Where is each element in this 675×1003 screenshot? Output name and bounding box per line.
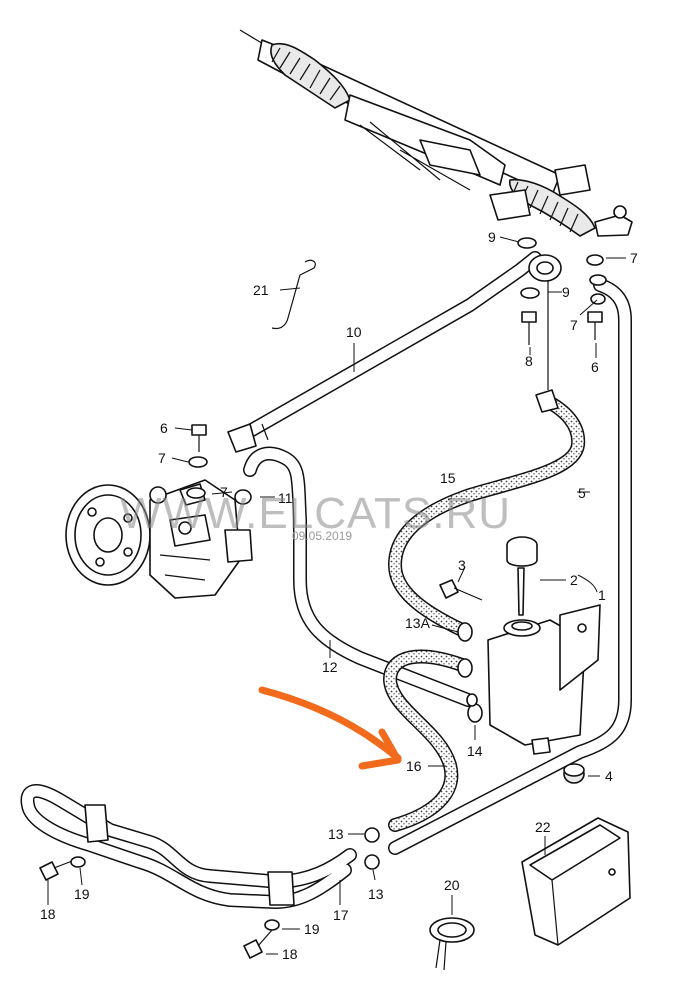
cover-22 (521, 817, 631, 946)
callout-labels: 9 9 7 7 8 6 21 10 6 7 7 11 15 5 3 2 1 13… (40, 229, 638, 962)
steering-rack (239, 29, 633, 237)
watermark-date: 09.05.2019 (292, 529, 352, 543)
watermark: WWW.ELCATS.RU 09.05.2019 (120, 489, 511, 543)
fittings-upper (517, 237, 607, 345)
hose-15 (388, 280, 586, 637)
callout-7b: 7 (570, 317, 578, 333)
power-steering-pump (65, 479, 253, 599)
callout-8: 8 (525, 353, 533, 369)
callout-2: 2 (570, 572, 578, 588)
clamps (364, 622, 483, 870)
callout-21: 21 (253, 282, 269, 298)
callout-5: 5 (578, 485, 586, 501)
callout-18a: 18 (40, 906, 56, 922)
hose-12 (243, 446, 475, 707)
reservoir-cap (506, 536, 538, 616)
callout-13A: 13A (405, 615, 431, 631)
fittings-pump (149, 424, 252, 505)
bolt-3 (439, 579, 483, 601)
callout-7a: 7 (630, 250, 638, 266)
callout-7d: 7 (220, 484, 228, 500)
callout-9a: 9 (488, 229, 496, 245)
return-line-5 (388, 278, 632, 855)
bolts-lower (39, 856, 280, 959)
callout-6b: 6 (160, 420, 168, 436)
callout-1: 1 (598, 587, 606, 603)
callout-13a: 13 (328, 826, 344, 842)
callout-18b: 18 (282, 946, 298, 962)
callout-19a: 19 (74, 886, 90, 902)
callout-11: 11 (278, 490, 293, 506)
arrow-head (358, 728, 402, 770)
callout-19b: 19 (304, 921, 320, 937)
callout-16: 16 (406, 758, 422, 774)
annotation-arrow (258, 686, 402, 770)
cap-4 (563, 763, 585, 784)
callout-14: 14 (467, 743, 483, 759)
callout-10: 10 (346, 324, 362, 340)
callout-4: 4 (605, 768, 613, 784)
callout-17: 17 (333, 907, 349, 923)
callout-22: 22 (535, 819, 551, 835)
pressure-hose-10 (227, 251, 562, 453)
arrow-shaft (258, 686, 402, 762)
hose-clamp-20 (429, 917, 475, 971)
watermark-site: WWW.ELCATS.RU (120, 489, 511, 538)
leader-lines (47, 236, 626, 955)
callout-6a: 6 (591, 359, 599, 375)
callout-15: 15 (440, 470, 456, 486)
callout-13b: 13 (368, 886, 384, 902)
hose-16 (383, 649, 469, 832)
callout-12: 12 (322, 659, 338, 675)
retaining-clip-21 (271, 259, 316, 330)
callout-9b: 9 (562, 284, 570, 300)
callout-7c: 7 (158, 450, 166, 466)
fluid-reservoir (487, 604, 601, 755)
callout-3: 3 (458, 557, 466, 573)
callout-20: 20 (444, 877, 460, 893)
cooling-pipe-17 (20, 784, 357, 909)
